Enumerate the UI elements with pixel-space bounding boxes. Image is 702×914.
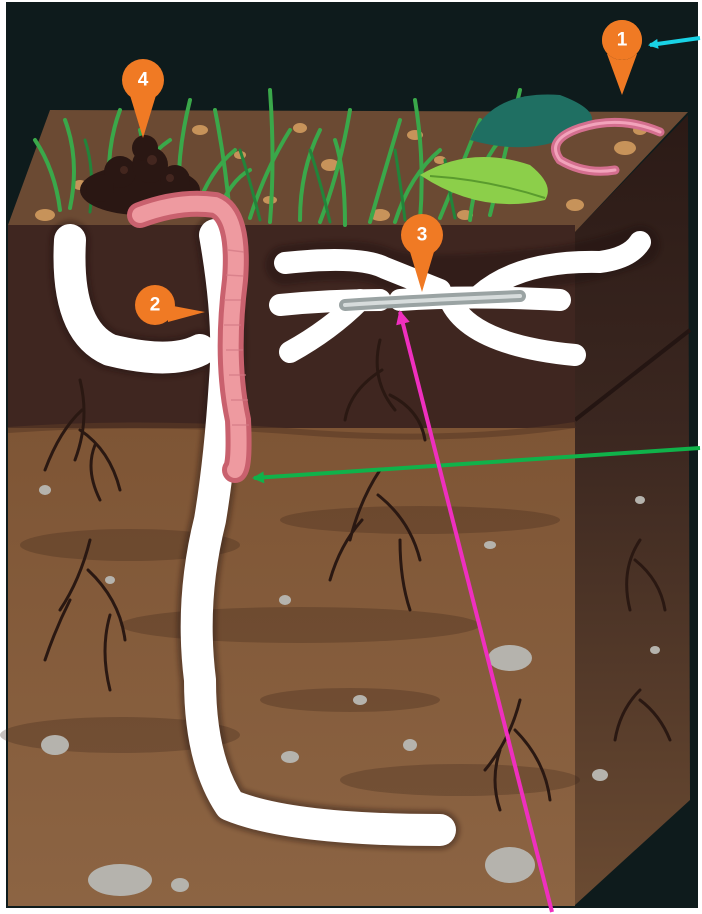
marker-2-label: 2 (150, 295, 161, 316)
marker-4-label: 4 (138, 70, 149, 91)
marker-1-label: 1 (617, 30, 628, 51)
marker-3-label: 3 (417, 225, 428, 246)
